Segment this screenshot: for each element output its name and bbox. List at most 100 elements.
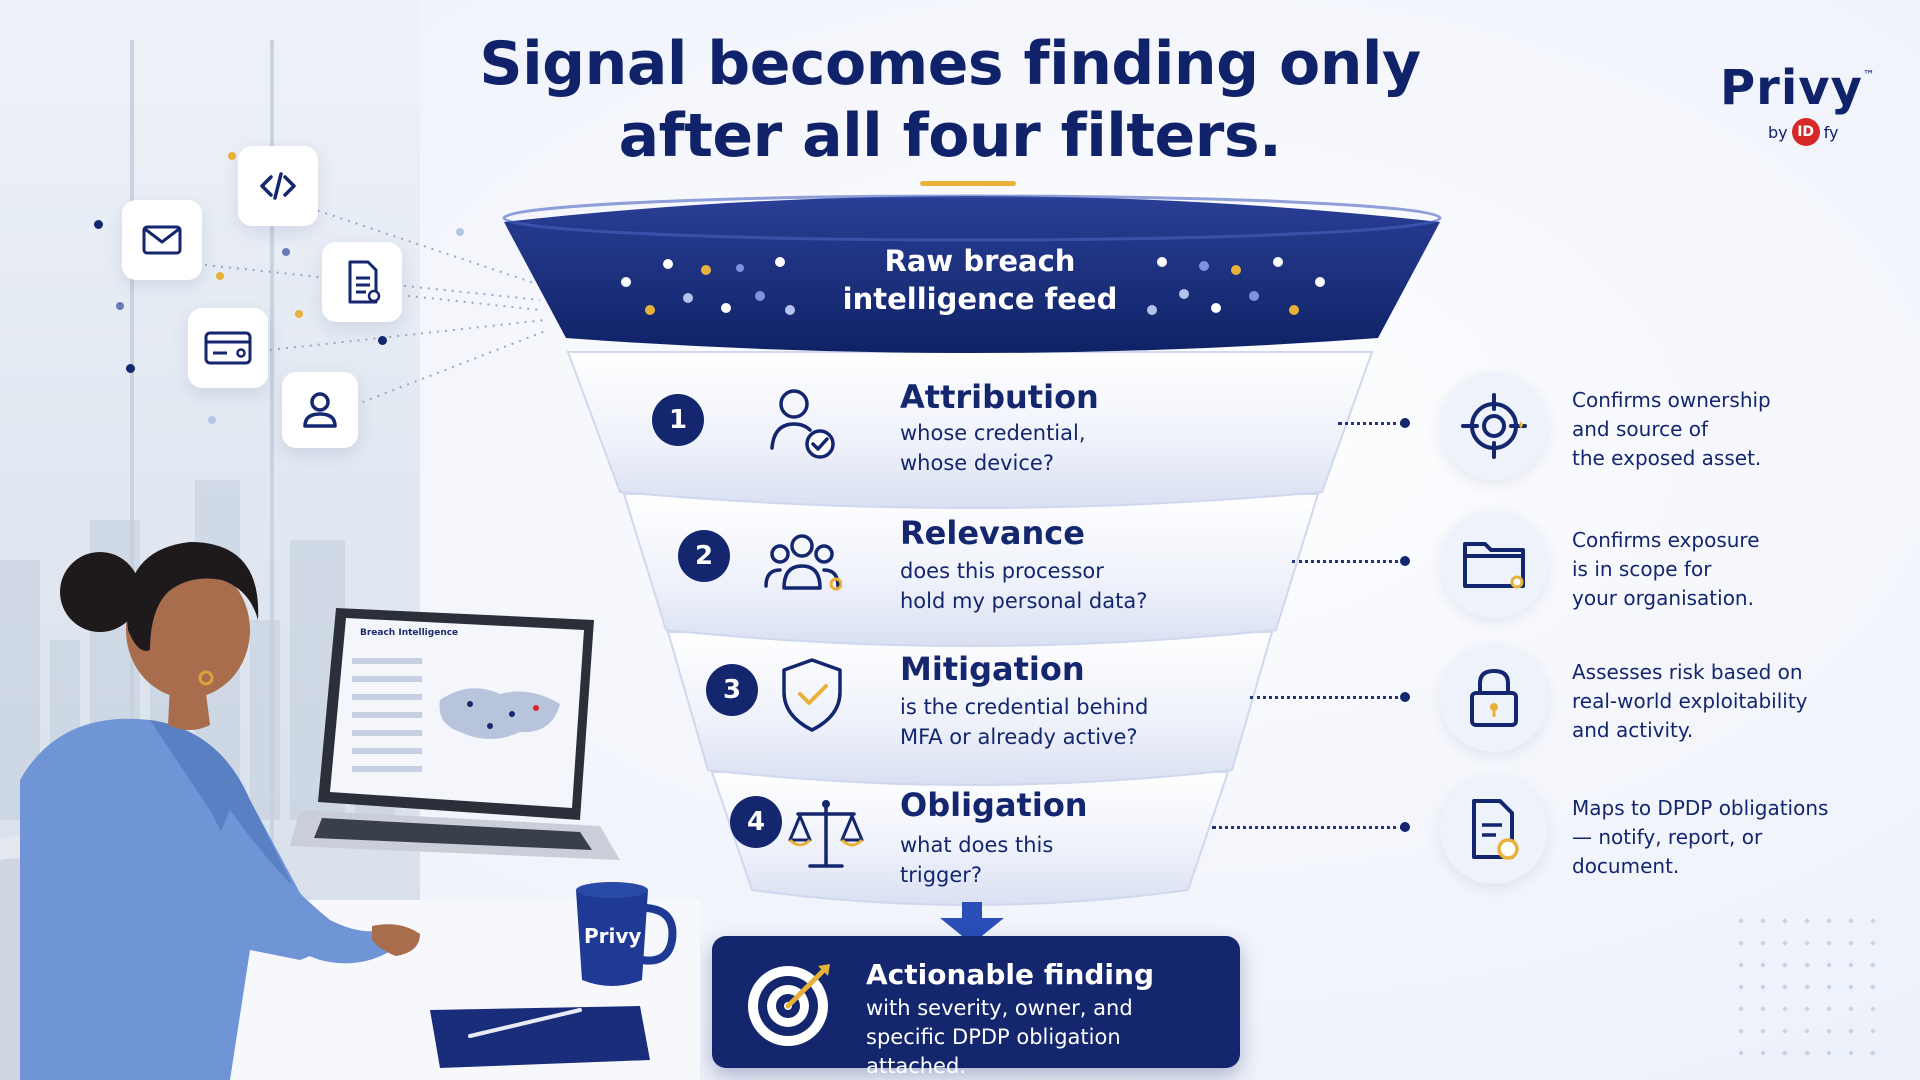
user-check-icon bbox=[770, 389, 835, 459]
result-description: with severity, owner, and specific DPDP … bbox=[866, 994, 1226, 1080]
stage-3-title: Mitigation bbox=[900, 650, 1085, 688]
stage-2-description: does this processor hold my personal dat… bbox=[900, 556, 1180, 616]
connector-2 bbox=[1292, 560, 1404, 563]
feed-dots bbox=[621, 257, 1325, 315]
stage-4-desc-line-2: trigger? bbox=[900, 863, 983, 887]
card-icon bbox=[188, 308, 268, 388]
title-underline bbox=[920, 181, 1016, 186]
decor-dot bbox=[116, 302, 124, 310]
result-title: Actionable finding bbox=[866, 958, 1154, 991]
decor-dot bbox=[378, 336, 387, 345]
outcome-3-line-1: Assesses risk based on bbox=[1572, 660, 1803, 684]
brand-name: Privy bbox=[1720, 60, 1863, 116]
title-line-1: Signal becomes finding only bbox=[479, 29, 1421, 99]
outcome-4-line-1: Maps to DPDP obligations bbox=[1572, 796, 1829, 820]
outcome-4-line-2: — notify, report, or bbox=[1572, 825, 1763, 849]
result-desc-line-1: with severity, owner, and bbox=[866, 996, 1133, 1020]
outcome-2-line-1: Confirms exposure bbox=[1572, 528, 1760, 552]
decor-dot bbox=[94, 220, 103, 229]
title-line-2: after all four filters. bbox=[618, 101, 1282, 171]
person-at-laptop-illustration bbox=[0, 542, 700, 1080]
funnel-band-3 bbox=[666, 631, 1274, 786]
outcome-3-line-3: and activity. bbox=[1572, 718, 1694, 742]
connector-3 bbox=[1250, 696, 1404, 699]
stage-2-title: Relevance bbox=[900, 514, 1085, 552]
outcome-3-line-2: real-world exploitability bbox=[1572, 689, 1808, 713]
document-clock-icon bbox=[1472, 799, 1519, 860]
connector-endpoint bbox=[1400, 692, 1410, 702]
stage-4-description: what does this trigger? bbox=[900, 830, 1160, 890]
stage-4-desc-line-1: what does this bbox=[900, 833, 1054, 857]
stage-2-number: 2 bbox=[678, 530, 730, 582]
outcome-3-text: Assesses risk based on real-world exploi… bbox=[1572, 658, 1842, 745]
connector-endpoint bbox=[1400, 822, 1410, 832]
stage-1-desc-line-1: whose credential, bbox=[900, 421, 1086, 445]
crosshair-icon bbox=[1461, 393, 1527, 459]
decor-dot bbox=[208, 416, 216, 424]
brand-by-text: by bbox=[1768, 122, 1788, 142]
outcome-2-line-2: is in scope for bbox=[1572, 557, 1712, 581]
folder-icon bbox=[1463, 542, 1525, 589]
decor-dot bbox=[295, 310, 303, 318]
decor-dot-grid bbox=[1730, 910, 1880, 1060]
stage-3-number: 3 bbox=[706, 664, 758, 716]
outcome-1-badge bbox=[1440, 372, 1548, 480]
outcome-1-line-2: and source of bbox=[1572, 417, 1709, 441]
connector-4 bbox=[1212, 826, 1404, 829]
stage-1-description: whose credential, whose device? bbox=[900, 418, 1160, 478]
code-icon bbox=[238, 146, 318, 226]
down-arrow-icon bbox=[940, 902, 1004, 944]
outcome-4-badge bbox=[1440, 776, 1548, 884]
feed-label-line-2: intelligence feed bbox=[842, 282, 1118, 316]
result-desc-line-2: specific DPDP obligation attached. bbox=[866, 1025, 1121, 1078]
user-icon bbox=[282, 372, 358, 448]
mug-label: Privy bbox=[584, 924, 642, 948]
outcome-4-line-3: document. bbox=[1572, 854, 1680, 878]
decor-dot bbox=[456, 228, 464, 236]
target-icon bbox=[748, 964, 830, 1046]
stage-1-desc-line-2: whose device? bbox=[900, 451, 1054, 475]
outcome-1-line-1: Confirms ownership bbox=[1572, 388, 1771, 412]
stage-1-number: 1 bbox=[652, 394, 704, 446]
outcome-2-badge bbox=[1440, 510, 1548, 618]
outcome-3-badge bbox=[1440, 644, 1548, 752]
connector-endpoint bbox=[1400, 556, 1410, 566]
decor-dot bbox=[126, 364, 135, 373]
connector-endpoint bbox=[1400, 418, 1410, 428]
stage-3-description: is the credential behind MFA or already … bbox=[900, 692, 1180, 752]
feed-label: Raw breach intelligence feed bbox=[820, 242, 1140, 318]
lock-icon bbox=[1470, 668, 1518, 727]
brand-trademark: ™ bbox=[1862, 68, 1875, 82]
funnel-top bbox=[504, 196, 1440, 353]
laptop-screen-title: Breach Intelligence bbox=[360, 628, 459, 638]
outcome-1-text: Confirms ownership and source of the exp… bbox=[1572, 386, 1842, 473]
brand-logo-suffix: fy bbox=[1823, 122, 1839, 142]
mail-icon bbox=[122, 200, 202, 280]
outcome-4-text: Maps to DPDP obligations — notify, repor… bbox=[1572, 794, 1842, 881]
idfy-logo: ID bbox=[1791, 118, 1820, 146]
outcome-2-text: Confirms exposure is in scope for your o… bbox=[1572, 526, 1842, 613]
funnel-band-2 bbox=[622, 493, 1320, 647]
decor-dot bbox=[216, 272, 224, 280]
stage-3-desc-line-2: MFA or already active? bbox=[900, 725, 1138, 749]
brand-logo: Privy™ by ID fy bbox=[1720, 60, 1875, 146]
stage-4-number: 4 bbox=[730, 796, 782, 848]
decor-dot bbox=[228, 152, 236, 160]
shield-check-icon bbox=[782, 658, 842, 732]
stage-1-title: Attribution bbox=[900, 378, 1099, 416]
stage-2-desc-line-2: hold my personal data? bbox=[900, 589, 1148, 613]
stage-2-desc-line-1: does this processor bbox=[900, 559, 1104, 583]
page-title: Signal becomes finding only after all fo… bbox=[440, 28, 1460, 172]
decor-dot bbox=[282, 248, 290, 256]
outcome-1-line-3: the exposed asset. bbox=[1572, 446, 1762, 470]
connector-1 bbox=[1338, 422, 1404, 425]
feed-label-line-1: Raw breach bbox=[884, 244, 1076, 278]
document-icon bbox=[322, 242, 402, 322]
brand-byline: by ID fy bbox=[1768, 118, 1838, 146]
outcome-2-line-3: your organisation. bbox=[1572, 586, 1754, 610]
group-icon bbox=[764, 534, 842, 591]
stage-3-desc-line-1: is the credential behind bbox=[900, 695, 1149, 719]
scales-icon bbox=[788, 800, 864, 868]
stage-4-title: Obligation bbox=[900, 786, 1088, 824]
